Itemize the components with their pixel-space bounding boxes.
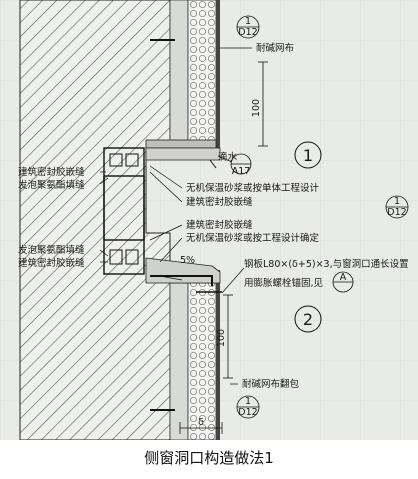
svg-text:D12: D12 [238,27,257,38]
callout-bottom: 1 D12 [236,395,260,419]
svg-text:1: 1 [245,16,251,27]
label-steel-2: 用膨胀螺栓锚固,见 [244,277,323,289]
label-seal-a: 建筑密封胶嵌缝 [18,166,85,178]
svg-text:A: A [340,272,347,283]
label-foam-a: 发泡聚氨酯填缝 [18,179,85,191]
annotation-labels: 耐碱网布 建筑密封胶嵌缝 发泡聚氨酯填缝 无机保温砂浆或按单体工程设计 建筑密封… [18,42,409,428]
leader-lines [99,47,252,385]
anchor-bolts [150,39,222,411]
label-steel-1: 钢板L80×(δ+5)×3,与窗洞口通长设置 [244,258,409,270]
label-mesh-wrap: 耐碱网布翻包 [242,378,300,390]
insulation-layers [169,0,220,440]
dim-100-top: 100 [251,99,262,117]
dim-100-bottom: 100 [216,329,227,347]
callout-top: 1 D12 [236,15,260,39]
label-mortar-a: 无机保温砂浆或按单体工程设计 [186,182,320,194]
svg-text:1: 1 [394,196,400,207]
window-head-detail [103,139,221,240]
svg-text:2: 2 [303,310,313,329]
callout-steel: A [332,271,354,293]
svg-text:1: 1 [303,146,313,165]
label-mortar-b: 无机保温砂浆或按工程设计确定 [186,232,320,244]
svg-text:D12: D12 [238,407,257,418]
label-slope: 5% [180,255,195,266]
dimension-lines [179,61,268,434]
dim-delta: δ [198,417,204,428]
section-mark-2: 2 [294,305,322,333]
callout-right: 1 D12 [385,195,409,219]
label-seal-d: 建筑密封胶嵌缝 [186,219,253,231]
label-foam-b: 发泡聚氨酯填缝 [18,244,85,256]
callout-drip: A17 [230,153,252,177]
svg-text:1: 1 [245,396,251,407]
label-seal-c: 建筑密封胶嵌缝 [18,257,85,269]
construction-detail-drawing: 1 D12 A17 A 1 D12 1 D12 1 2 耐碱网布 建筑密封胶嵌缝… [0,0,418,440]
section-mark-1: 1 [294,141,322,169]
label-seal-b: 建筑密封胶嵌缝 [186,196,253,208]
svg-text:D12: D12 [387,207,406,218]
svg-text:A17: A17 [232,166,251,177]
label-drip: 滴水 [218,151,238,163]
label-mesh-top: 耐碱网布 [256,42,294,54]
figure-caption: 侧窗洞口构造做法1 [144,449,274,467]
